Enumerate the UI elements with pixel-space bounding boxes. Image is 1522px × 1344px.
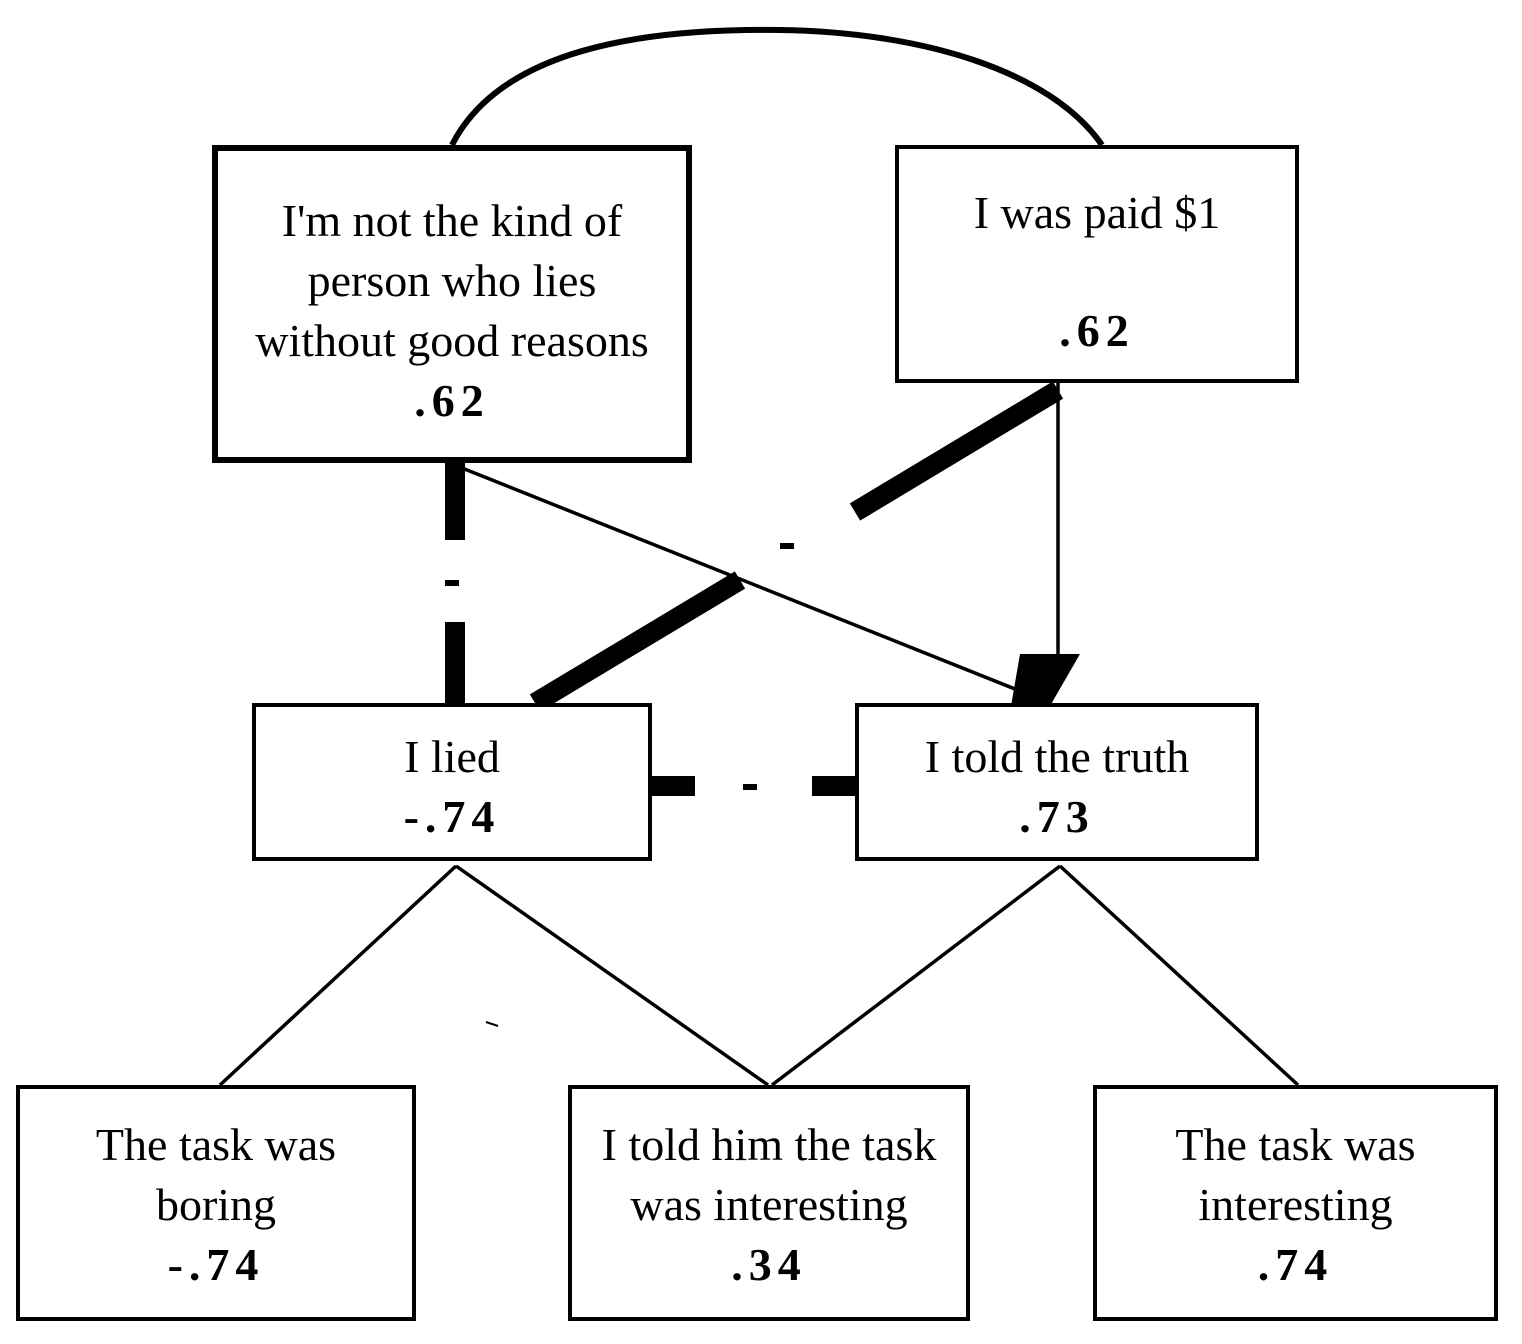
- node-interesting-value: .74: [1257, 1239, 1334, 1290]
- node-paid: I was paid $1 .62: [895, 145, 1299, 383]
- node-truth-value: .73: [1019, 791, 1095, 842]
- edge-person-truth: [461, 466, 1031, 697]
- node-truth-label: I told the truth: [924, 731, 1190, 782]
- node-told-him-value: .34: [731, 1239, 807, 1290]
- node-boring-label: The task was boring: [95, 1119, 337, 1230]
- node-lied-value: -.74: [403, 791, 501, 842]
- node-paid-label: I was paid $1: [973, 187, 1221, 238]
- node-truth: I told the truth .73: [855, 703, 1259, 861]
- edge-lied-told-him: [454, 864, 770, 1087]
- edge-person-paid-arc: [449, 26, 1105, 147]
- node-person-value: .62: [414, 375, 490, 426]
- node-paid-value: .62: [1059, 305, 1135, 356]
- edge-lied-boring: [218, 864, 458, 1087]
- node-lied-label: I lied: [404, 731, 500, 782]
- scan-speck: [485, 1021, 499, 1027]
- node-told-him: I told him the task was interesting .34: [568, 1085, 970, 1321]
- sign-paid-lied: [780, 543, 794, 549]
- edge-truth-interesting: [1058, 864, 1300, 1087]
- node-lied: I lied -.74: [252, 703, 652, 861]
- edge-truth-told-him: [770, 864, 1062, 1087]
- node-told-him-label: I told him the task was interesting: [601, 1119, 937, 1230]
- edge-paid-lied-segment-bottom: [529, 571, 746, 712]
- node-interesting-label: The task was interesting: [1175, 1119, 1416, 1230]
- node-boring: The task was boring -.74: [16, 1085, 416, 1321]
- arrowhead-truth: [1010, 654, 1080, 712]
- edge-paid-lied-segment-top: [849, 381, 1064, 521]
- node-person-label: I'm not the kind of person who lies with…: [255, 195, 649, 366]
- sign-lied-truth: [743, 784, 757, 790]
- node-person: I'm not the kind of person who lies with…: [212, 145, 692, 463]
- node-boring-value: -.74: [167, 1239, 265, 1290]
- node-interesting: The task was interesting .74: [1093, 1085, 1498, 1321]
- sign-person-lied: [445, 580, 459, 586]
